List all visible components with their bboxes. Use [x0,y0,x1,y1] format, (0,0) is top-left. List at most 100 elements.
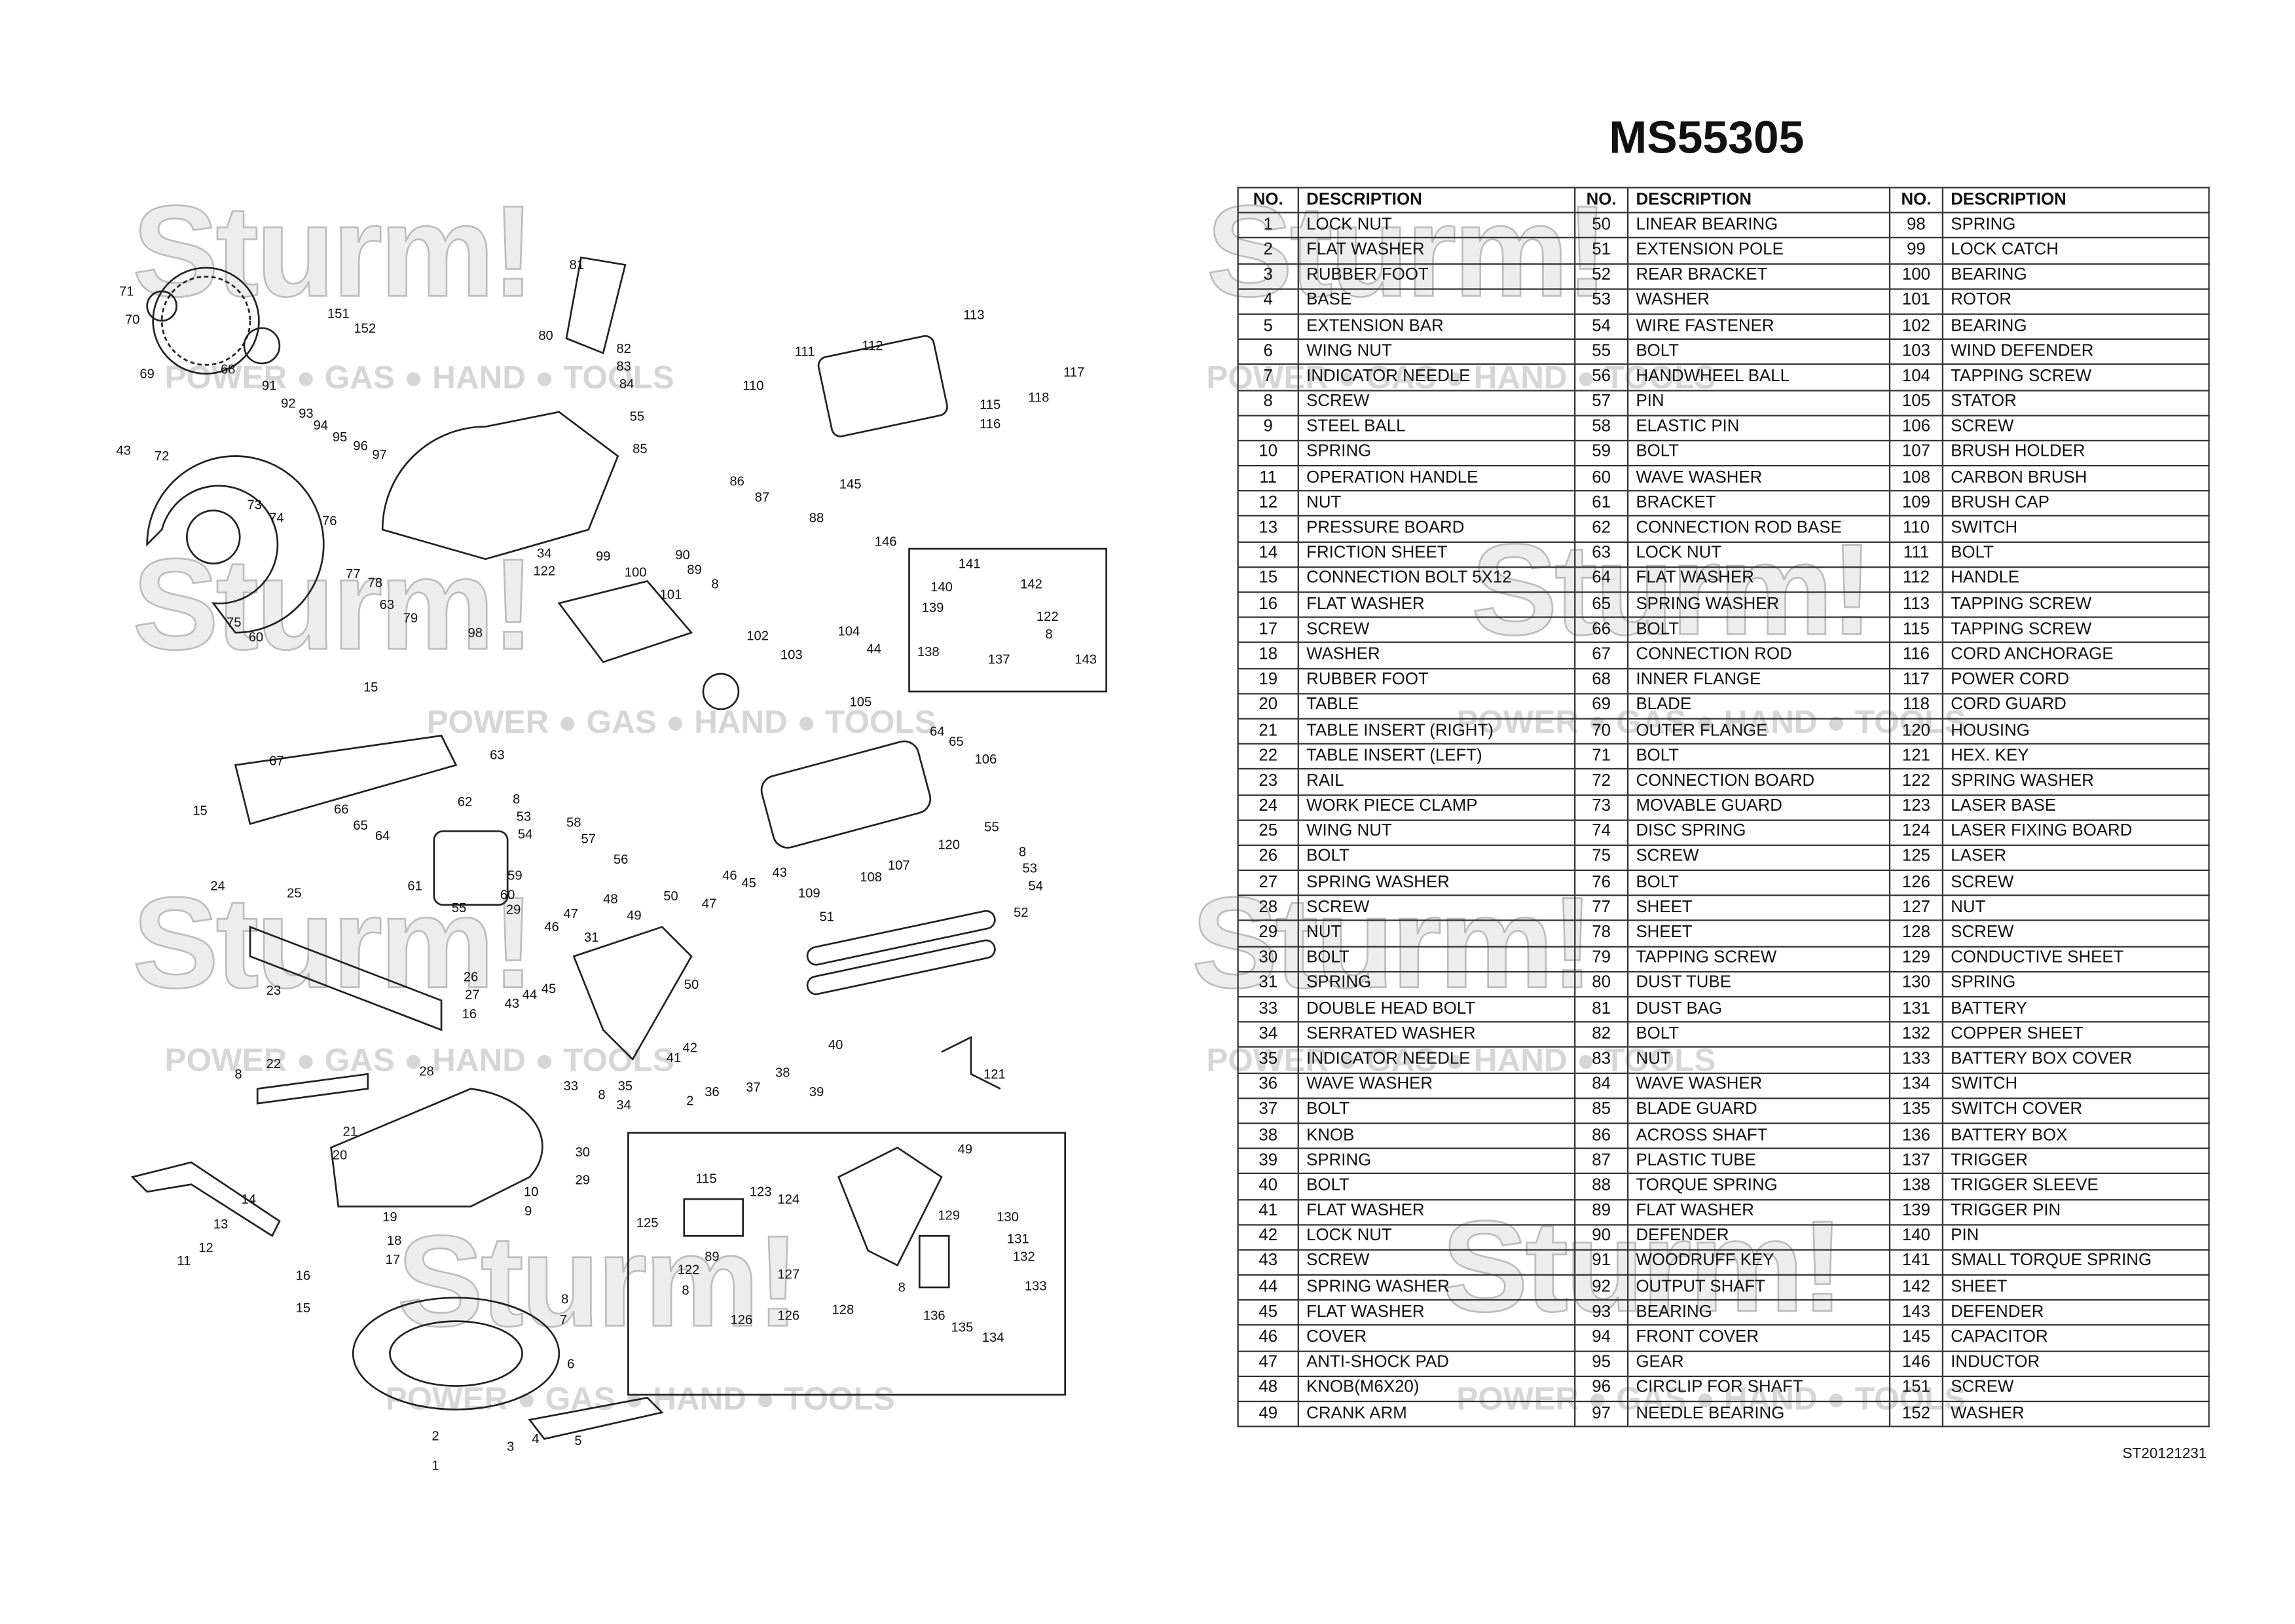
part-number: 132 [1888,1021,1944,1048]
callout-label: 54 [518,828,533,842]
part-number: 85 [1574,1097,1629,1124]
part-description: SCREW [1941,414,2210,441]
part-number: 107 [1888,439,1944,467]
part-description: CORD GUARD [1941,692,2210,720]
part-number: 43 [1237,1249,1299,1276]
callout-label: 1 [431,1459,439,1473]
part-description: KNOB(M6X20) [1297,1375,1576,1403]
part-number: 130 [1888,970,1944,998]
callout-label: 45 [542,982,557,997]
part-description: BOLT [1626,616,1891,644]
callout-label: 81 [569,258,584,272]
part-description: LOCK NUT [1626,540,1891,568]
part-number: 22 [1237,743,1299,770]
part-number: 51 [1574,237,1629,265]
part-number: 2 [1237,237,1299,265]
part-description: FLAT WASHER [1297,591,1576,619]
connection-rod-shape [234,734,458,825]
callout-label: 63 [490,748,505,762]
callout-label: 73 [247,498,262,512]
part-number: 99 [1888,237,1944,265]
part-number: 27 [1237,869,1299,896]
part-description: SCREW [1297,1249,1576,1276]
callout-label: 136 [923,1308,946,1323]
part-number: 31 [1237,970,1299,998]
part-number: 151 [1888,1375,1944,1403]
callout-label: 83 [616,360,631,374]
callout-label: 74 [269,511,284,526]
part-description: NUT [1626,1046,1891,1074]
part-number: 35 [1237,1046,1299,1074]
callout-label: 36 [705,1085,720,1099]
part-number: 48 [1237,1375,1299,1403]
part-number: 4 [1237,287,1299,315]
callout-label: 25 [287,887,301,901]
callout-label: 43 [116,443,131,458]
part-description: SERRATED WASHER [1297,1021,1576,1048]
callout-label: 5 [574,1433,581,1448]
callout-label: 101 [660,587,682,602]
part-number: 131 [1888,996,1944,1023]
callout-label: 12 [198,1241,213,1255]
part-number: 67 [1574,642,1629,669]
part-number: 55 [1574,339,1629,365]
part-number: 77 [1574,895,1629,922]
part-description: SPRING WASHER [1626,591,1891,619]
part-description: KNOB [1297,1122,1576,1150]
part-description: BRUSH CAP [1941,490,2210,517]
part-number: 59 [1574,439,1629,467]
callout-label: 130 [997,1210,1019,1225]
part-number: 30 [1237,945,1299,972]
callout-label: 56 [614,853,629,867]
parts-list-table: NO. DESCRIPTION NO. DESCRIPTION NO. DESC… [1237,187,2210,1428]
part-description: TRIGGER SLEEVE [1941,1173,2210,1200]
part-number: 118 [1888,692,1944,720]
base-shape [352,1297,560,1411]
part-number: 69 [1574,692,1629,720]
part-description: DEFENDER [1941,1299,2210,1327]
part-description: ROTOR [1941,287,2210,315]
callout-label: 140 [930,580,953,595]
part-description: HANDWHEEL BALL [1626,363,1891,391]
part-number: 7 [1237,363,1299,391]
part-description: SCREW [1297,616,1576,644]
part-description: SHEET [1941,1274,2210,1301]
callout-label: 131 [1007,1232,1029,1247]
outer-flange-shape [243,327,281,365]
callout-label: 7 [560,1313,567,1327]
table-header-row: NO. DESCRIPTION NO. DESCRIPTION NO. DESC… [1237,187,2210,214]
callout-label: 127 [777,1267,799,1282]
part-description: LINEAR BEARING [1626,212,1891,239]
hex-key-shape [941,1035,1001,1090]
callout-label: 90 [675,548,690,563]
part-description: REAR BRACKET [1626,263,1891,290]
part-number: 127 [1888,895,1944,922]
callout-label: 15 [296,1301,310,1316]
part-number: 52 [1574,263,1629,290]
callout-label: 125 [636,1216,659,1230]
part-number: 78 [1574,920,1629,948]
part-number: 124 [1888,819,1944,846]
part-description: INDUCTOR [1941,1350,2210,1377]
callout-label: 8 [598,1088,605,1102]
part-description: WAVE WASHER [1297,1071,1576,1099]
callout-label: 110 [743,378,763,393]
part-number: 49 [1237,1400,1299,1428]
part-number: 136 [1888,1122,1944,1150]
part-description: DISC SPRING [1626,819,1891,846]
part-description: DUST BAG [1626,996,1891,1023]
part-description: ACROSS SHAFT [1626,1122,1891,1150]
part-number: 74 [1574,819,1629,846]
part-number: 20 [1237,692,1299,720]
callout-label: 8 [711,578,718,592]
callout-label: 97 [372,448,387,462]
